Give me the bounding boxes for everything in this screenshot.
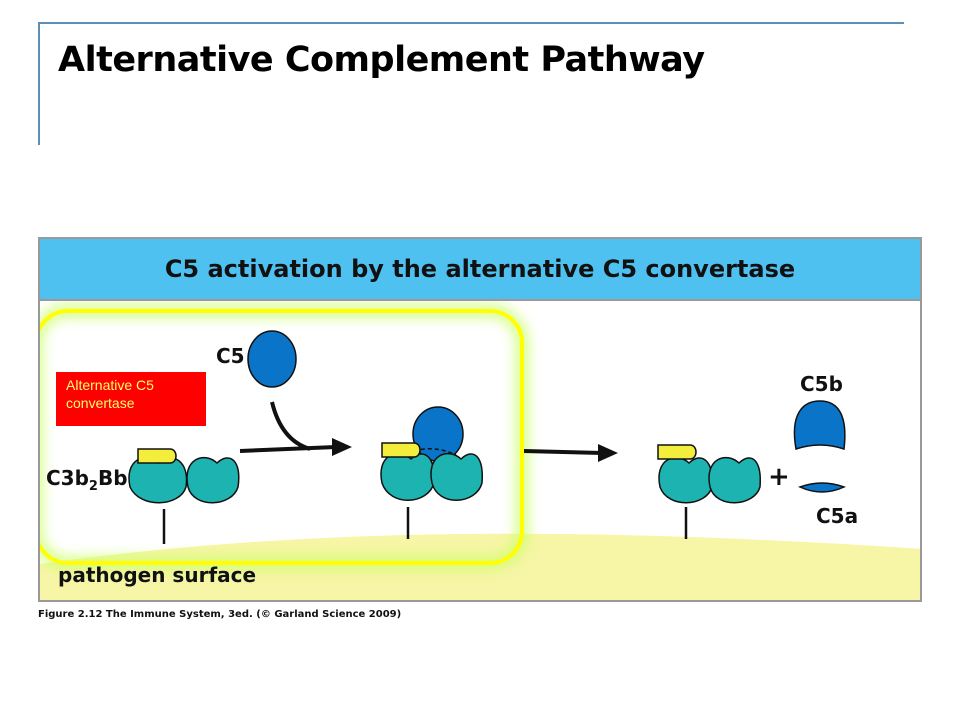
label-c3b-subscript: 2 [89, 479, 98, 494]
reaction-arrow-1 [239, 438, 352, 456]
title-left-rule [38, 22, 40, 145]
c5b-fragment [793, 400, 846, 451]
c5a-fragment [798, 482, 846, 493]
label-c5b: C5b [800, 372, 843, 396]
c5-protein [247, 330, 297, 388]
label-c3b2bb: C3b2Bb [46, 466, 128, 494]
label-c5: C5 [216, 344, 245, 368]
title-top-rule [38, 22, 904, 24]
label-pathogen-surface: pathogen surface [58, 563, 256, 587]
label-bb: Bb [98, 466, 128, 490]
figure-banner: C5 activation by the alternative C5 conv… [40, 239, 920, 301]
reaction-arrow-2 [523, 444, 618, 462]
callout-label: Alternative C5 convertase [56, 372, 206, 426]
c5-binding-arc [270, 401, 311, 451]
label-plus: + [768, 462, 790, 492]
convertase-complex-left [128, 448, 240, 544]
figure-caption: Figure 2.12 The Immune System, 3ed. (© G… [38, 609, 402, 620]
highlight-box [40, 309, 524, 565]
label-c3b: C3b [46, 466, 89, 490]
slide-title: Alternative Complement Pathway [58, 40, 705, 80]
convertase-complex-right [657, 444, 761, 539]
convertase-complex-bound [380, 406, 483, 539]
figure-panel: C5 C3b2Bb C5b C5a + pathogen surface C5 … [38, 237, 922, 602]
label-c5a: C5a [816, 504, 858, 528]
diagram-canvas: C5 C3b2Bb C5b C5a + pathogen surface [40, 304, 920, 600]
